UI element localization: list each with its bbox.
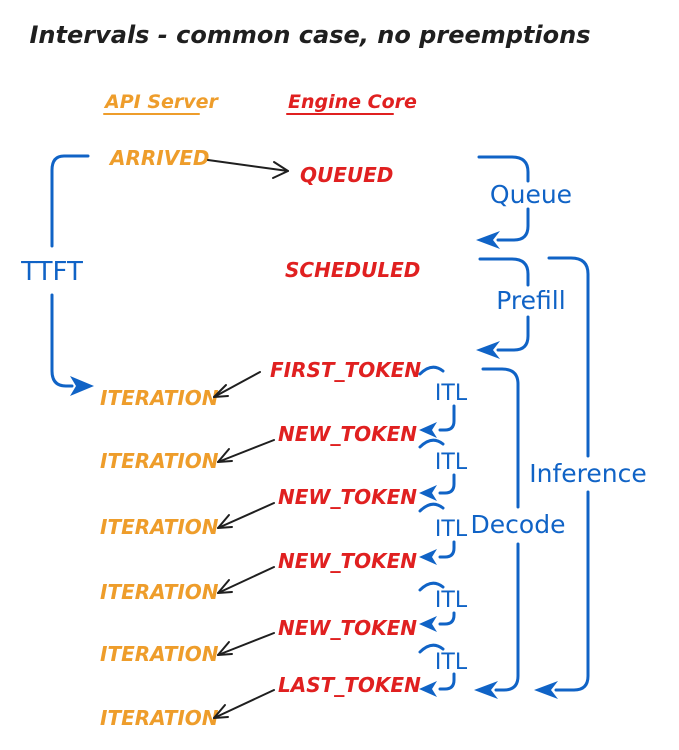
event-last-token: LAST_TOKEN: [278, 673, 421, 697]
prefill-bracket: [476, 257, 530, 359]
itl-bracket-4: [418, 581, 456, 632]
prefill-arrowhead-left-icon: [476, 341, 500, 359]
interval-label-itl-4: ITL: [435, 588, 468, 613]
inference-bracket: [534, 256, 590, 699]
arrow-new-token-3-to-iteration: [217, 566, 275, 594]
itl-arrowhead-left-icon: [419, 485, 437, 501]
decode-arrowhead-left-icon: [474, 681, 498, 699]
itl-bracket-2: [418, 438, 456, 501]
arrow-new-token-1-to-iteration: [217, 439, 275, 463]
arrow-arrived-to-queued: [207, 159, 289, 179]
queue-arrowhead-left-icon: [476, 231, 500, 249]
itl-arrowhead-left-icon: [419, 616, 437, 632]
column-header-engine-core: Engine Core: [288, 91, 417, 113]
arrow-first-token-to-iteration: [213, 371, 261, 398]
interval-label-ttft: TTFT: [20, 257, 83, 287]
event-new-token-4: NEW_TOKEN: [278, 616, 417, 640]
ttft-arrowhead-right-icon: [70, 376, 94, 396]
interval-label-decode: Decode: [471, 510, 566, 539]
interval-label-inference: Inference: [529, 459, 646, 488]
event-iteration-4: ITERATION: [100, 580, 219, 604]
arrow-new-token-2-to-iteration: [217, 502, 275, 529]
event-iteration-3: ITERATION: [100, 515, 219, 539]
event-first-token: FIRST_TOKEN: [270, 358, 421, 382]
event-iteration-5: ITERATION: [100, 642, 219, 666]
decode-bracket: [474, 367, 520, 699]
diagram-title: Intervals - common case, no preemptions: [30, 21, 591, 49]
event-new-token-3: NEW_TOKEN: [278, 549, 417, 573]
interval-label-prefill: Prefill: [496, 286, 565, 315]
itl-arrowhead-left-icon: [419, 681, 437, 697]
event-queued: QUEUED: [300, 163, 393, 187]
itl-bracket-5: [418, 643, 456, 697]
event-scheduled: SCHEDULED: [285, 258, 420, 282]
interval-label-itl-2: ITL: [435, 450, 468, 475]
interval-label-itl-3: ITL: [435, 517, 468, 542]
itl-arrowhead-left-icon: [419, 422, 437, 438]
event-iteration-2: ITERATION: [100, 449, 219, 473]
interval-label-queue: Queue: [490, 180, 572, 209]
event-iteration-6: ITERATION: [100, 706, 219, 730]
event-arrived: ARRIVED: [108, 146, 209, 170]
interval-label-itl-1: ITL: [435, 381, 468, 406]
itl-arrowhead-left-icon: [419, 549, 437, 565]
arrow-last-token-to-iteration: [213, 689, 275, 719]
itl-bracket-1: [418, 365, 456, 438]
event-new-token-2: NEW_TOKEN: [278, 485, 417, 509]
event-new-token-1: NEW_TOKEN: [278, 422, 417, 446]
arrow-new-token-4-to-iteration: [217, 632, 275, 656]
queue-bracket: [476, 155, 530, 249]
interval-label-itl-5: ITL: [435, 650, 468, 675]
column-header-api-server: API Server: [103, 91, 220, 113]
itl-bracket-3: [418, 502, 456, 565]
inference-arrowhead-left-icon: [534, 681, 558, 699]
event-iteration-1: ITERATION: [100, 386, 219, 410]
ttft-bracket: [50, 154, 94, 396]
